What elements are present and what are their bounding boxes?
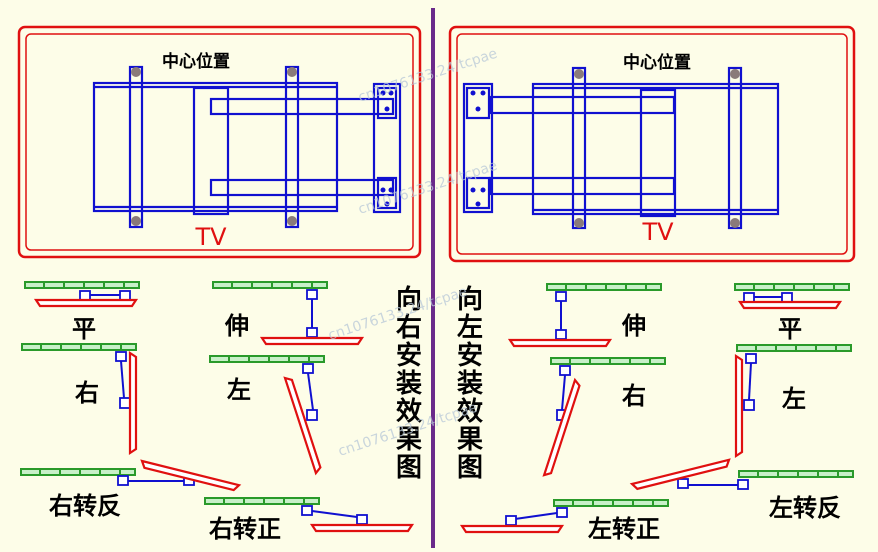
right-label-flat: 平 [778, 315, 802, 343]
right-title-char-3: 安 [457, 341, 483, 371]
right-mech-left-forward [460, 498, 670, 534]
right-mech-flat [733, 282, 851, 310]
left-title-char-2: 右 [396, 313, 422, 343]
right-mech-right [542, 356, 667, 479]
right-mech-left-reverse [630, 458, 855, 491]
left-center-label: 中心位置 [162, 51, 230, 72]
left-mech-extend [211, 280, 364, 346]
left-title-char-4: 装 [396, 369, 422, 399]
left-label-extend: 伸 [224, 312, 249, 340]
watermark-1: cn1076133.24/tcpae [356, 46, 499, 106]
left-title-char-7: 图 [396, 453, 422, 483]
right-title-char-2: 左 [457, 313, 483, 343]
left-label-left: 左 [227, 376, 251, 404]
right-mech-left [734, 343, 853, 458]
right-tv-label: TV [641, 218, 674, 246]
left-title-char-6: 果 [396, 425, 422, 455]
left-mech-right [20, 342, 138, 455]
left-label-right-forward: 右转正 [209, 515, 281, 543]
left-title-char-3: 安 [396, 341, 422, 371]
left-title-char-1: 向 [396, 284, 422, 315]
left-tv-label: TV [194, 223, 227, 251]
left-mech-left [208, 354, 326, 475]
left-label-right-reverse: 右转反 [49, 492, 121, 520]
right-title-char-5: 效 [457, 396, 483, 427]
left-label-right: 右 [75, 379, 99, 407]
right-label-left-reverse: 左转反 [769, 494, 841, 522]
right-label-right: 右 [622, 382, 646, 410]
right-title-char-7: 图 [457, 453, 483, 483]
right-label-left: 左 [782, 385, 806, 413]
left-mech-right-forward [203, 496, 414, 533]
left-top-view: 中心位置 TV [17, 25, 422, 259]
right-label-left-forward: 左转正 [588, 515, 660, 543]
left-label-flat: 平 [72, 315, 96, 343]
right-title-char-6: 果 [457, 425, 483, 455]
right-top-view: 中心位置 TV [448, 25, 856, 263]
right-label-extend: 伸 [621, 312, 646, 340]
right-title-char-4: 装 [457, 369, 483, 399]
left-mech-right-reverse [19, 459, 241, 493]
right-center-label: 中心位置 [623, 52, 691, 73]
right-vertical-title: 向 左 安 装 效 果 图 [457, 284, 483, 483]
left-vertical-title: 向 右 安 装 效 果 图 [396, 284, 422, 483]
right-mech-extend [508, 282, 663, 348]
right-title-char-1: 向 [457, 284, 483, 315]
left-mech-flat [23, 280, 141, 308]
left-title-char-5: 效 [396, 396, 422, 427]
